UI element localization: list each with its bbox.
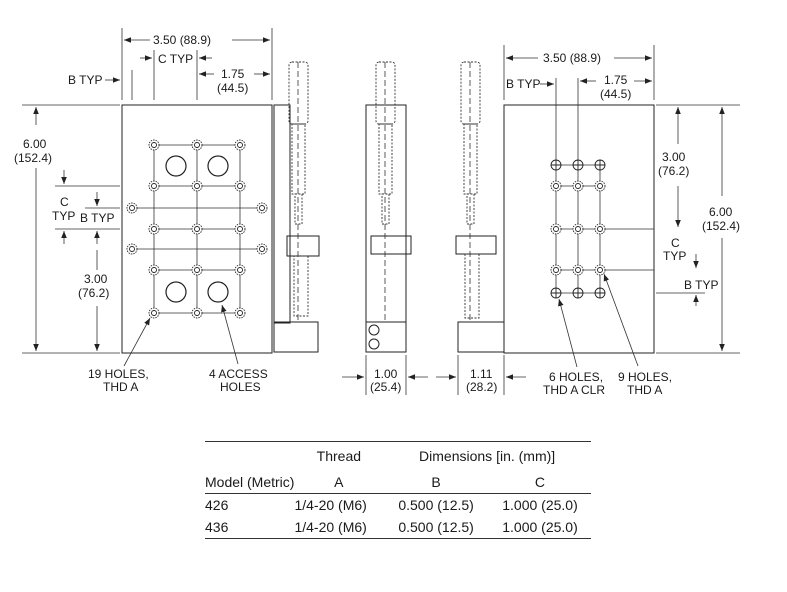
- table-row: 436 1/4-20 (M6) 0.500 (12.5) 1.000 (25.0…: [205, 516, 591, 539]
- c-label-left: C: [60, 195, 69, 209]
- col-c-header: C: [488, 471, 591, 494]
- right-view-dimensions: 3.50 (88.9) B TYP 1.75 (44.5) 3.00 (76.2…: [503, 45, 740, 397]
- holes19-line2: THD A: [103, 380, 138, 394]
- dim-350-right: 3.50 (88.9): [543, 51, 601, 65]
- access-line1: 4 ACCESS: [209, 367, 268, 381]
- side-view-1: [273, 61, 320, 353]
- dim-175-in: 1.75: [221, 67, 245, 81]
- threaded-holes-19: [126, 139, 268, 319]
- dim-350-left: 3.50 (88.9): [153, 33, 211, 47]
- c-label-right: C: [671, 236, 680, 250]
- dim-100-mm: (25.4): [370, 380, 401, 394]
- dim-300r-mm: (76.2): [658, 164, 689, 178]
- b-typ-right2: B TYP: [684, 278, 718, 292]
- dim-600r-mm: (152.4): [702, 219, 740, 233]
- left-view-dimensions: 3.50 (88.9) C TYP B TYP 1.75 (44.5) 6.00…: [14, 28, 273, 394]
- spec-table: Thread Dimensions [in. (mm)] Model (Metr…: [205, 441, 591, 539]
- thread-header: Thread: [316, 448, 362, 464]
- holes6-line1: 6 HOLES,: [549, 370, 603, 384]
- dim-111-mm: (28.2): [466, 380, 497, 394]
- threaded-holes-9: [550, 180, 606, 276]
- side-view-3: 1.11 (28.2): [436, 61, 526, 395]
- model-header: Model (Metric): [205, 471, 295, 494]
- b-typ-left: B TYP: [68, 73, 102, 87]
- typ-label-right: TYP: [663, 249, 686, 263]
- table-header-row-1: Thread Dimensions [in. (mm)]: [205, 441, 591, 471]
- holes9-line1: 9 HOLES,: [618, 370, 672, 384]
- table-top-rule: [205, 441, 591, 442]
- dim-175r-mm: (44.5): [600, 87, 631, 101]
- table-row: 426 1/4-20 (M6) 0.500 (12.5) 1.000 (25.0…: [205, 497, 578, 513]
- left-plate-view: [121, 104, 273, 354]
- dim-111-in: 1.11: [470, 367, 493, 381]
- right-plate-view: [503, 104, 655, 354]
- dim-100-in: 1.00: [374, 367, 398, 381]
- c-typ-top: C TYP: [158, 52, 193, 66]
- holes6-line2: THD A CLR: [543, 383, 605, 397]
- typ-label-left: TYP: [52, 209, 75, 223]
- dim-175r-in: 1.75: [604, 73, 628, 87]
- col-a-header: A: [294, 471, 384, 494]
- access-holes: [165, 155, 229, 303]
- holes9-line2: THD A: [627, 383, 662, 397]
- dim-300r-in: 3.00: [662, 150, 686, 164]
- holes19-line1: 19 HOLES,: [88, 367, 149, 381]
- b-typ-vertical-left: B TYP: [80, 211, 114, 225]
- dim-600-mm: (152.4): [14, 151, 52, 165]
- dim-600r-in: 6.00: [709, 205, 733, 219]
- dim-175-mm: (44.5): [217, 81, 248, 95]
- table-header-row-2: Model (Metric) A B C: [205, 471, 591, 494]
- side-view-2: 1.00 (25.4): [342, 61, 428, 395]
- b-typ-right: B TYP: [506, 77, 540, 91]
- col-b-header: B: [383, 471, 489, 494]
- dimensions-header: Dimensions [in. (mm)]: [419, 448, 556, 464]
- dim-300-in: 3.00: [84, 272, 108, 286]
- dim-300-mm: (76.2): [78, 286, 109, 300]
- access-line2: HOLES: [220, 380, 261, 394]
- dim-600-in: 6.00: [23, 137, 47, 151]
